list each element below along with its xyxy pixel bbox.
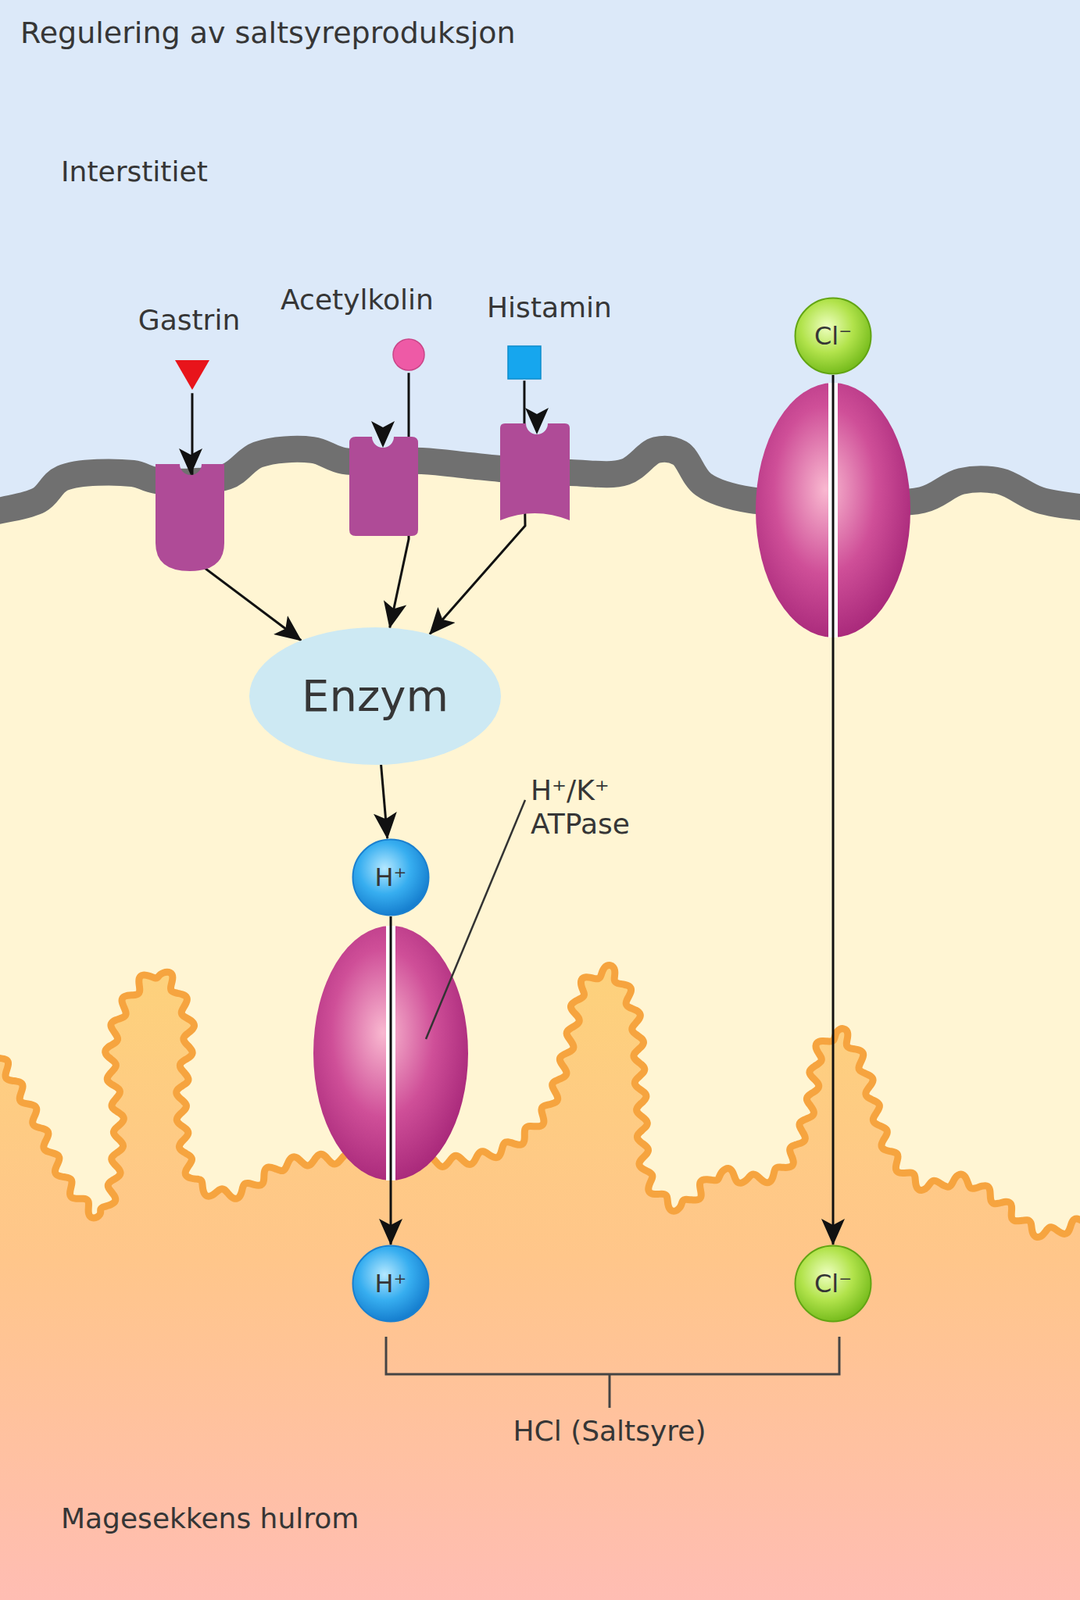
signal-name: Histamin [486,290,612,325]
ion-circle: Cl⁻ [793,296,873,376]
bracket [386,1337,840,1409]
binding-arrowhead [178,448,203,476]
signal-molecule: Gastrin [138,303,240,394]
ion-circle-shape [353,1246,430,1323]
leader-line [425,800,526,1040]
ion-circle-shape [795,298,872,375]
histamine-symbol [507,346,541,380]
binding-arrowhead [525,407,549,435]
signal-arrow [832,375,835,1245]
ion-circle-shape [795,1246,872,1323]
gastrin-symbol [175,360,210,390]
apical-membrane [0,965,1080,1238]
signal-name: Gastrin [138,303,240,337]
ligand-symbol [504,344,544,381]
ion-symbol: Cl⁻ [814,321,852,351]
signal-molecule: Histamin [486,290,612,381]
acetylcholine-receptor [349,436,419,537]
stomach-lumen [0,965,1080,1600]
signal-molecule: Acetylkolin [280,282,434,373]
enzyme-shape [249,627,501,766]
product-label: HCl (Saltsyre) [513,1414,707,1449]
ion-circle: Cl⁻ [793,1244,873,1324]
binding-arrowhead [371,421,395,448]
signal-name: Acetylkolin [280,282,434,317]
gastrin-receptor [155,464,225,572]
region-label: Magesekkens hulrom [60,1501,359,1536]
signal-arrow [381,765,388,839]
histamine-receptor [500,423,570,521]
ion-symbol: H⁺ [375,863,408,893]
ion-circle-shape [353,840,430,916]
acetylcholine-symbol [393,339,425,371]
ligand-symbol [172,357,212,394]
region-label: Interstitiet [60,154,208,189]
ion-symbol: Cl⁻ [814,1269,852,1299]
ion-circle: H⁺ [351,1244,430,1324]
ion-symbol: H⁺ [375,1269,408,1299]
enzyme-ellipse: Enzym [249,627,501,766]
enzyme-name: Enzym [301,671,449,722]
ligand-symbol [389,336,429,373]
callout-label: H⁺/K⁺ ATPase [530,773,630,841]
ion-circle: H⁺ [351,838,430,917]
signal-arrow [389,916,393,1245]
diagram-title: Regulering av saltsyreproduksjon [20,15,516,52]
